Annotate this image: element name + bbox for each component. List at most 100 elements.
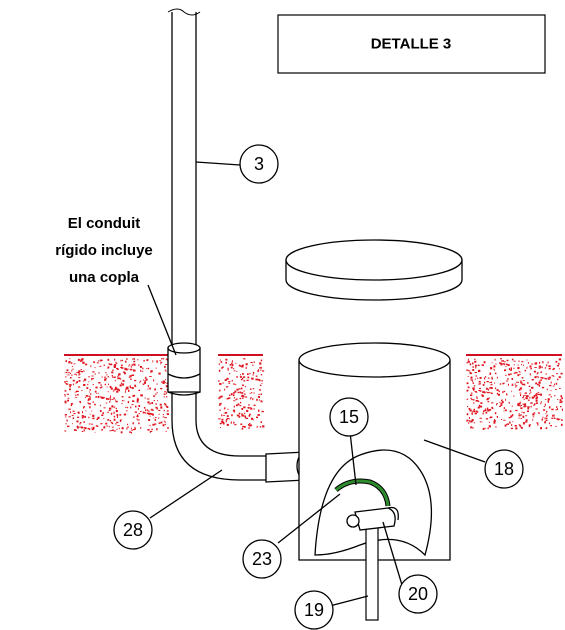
soil-speckle: [247, 373, 249, 375]
soil-speckle: [124, 390, 126, 393]
soil-speckle: [83, 384, 86, 386]
soil-speckle: [64, 381, 66, 383]
soil-speckle: [117, 425, 120, 426]
soil-speckle: [116, 367, 119, 369]
soil-speckle: [66, 393, 69, 395]
soil-speckle: [111, 422, 114, 425]
soil-speckle: [538, 393, 541, 395]
soil-speckle: [544, 403, 546, 406]
callout-20: 20: [398, 574, 438, 614]
soil-speckle: [233, 400, 236, 402]
soil-speckle: [480, 405, 483, 408]
soil-speckle: [545, 419, 548, 421]
soil-speckle: [142, 367, 144, 370]
soil-speckle: [505, 398, 506, 401]
soil-speckle: [493, 366, 496, 368]
soil-speckle: [508, 417, 511, 419]
soil-speckle: [72, 417, 75, 420]
soil-speckle: [487, 400, 490, 403]
soil-speckle: [108, 426, 110, 428]
soil-speckle: [553, 417, 555, 419]
soil-speckle: [148, 403, 151, 405]
soil-speckle: [154, 423, 157, 425]
soil-speckle: [231, 365, 234, 366]
callout-15: 15: [329, 397, 369, 437]
soil-speckle: [140, 426, 142, 429]
note-line-2: rígido incluye: [55, 242, 153, 259]
soil-speckle: [551, 417, 554, 419]
soil-speckle: [485, 391, 487, 393]
soil-speckle: [486, 387, 488, 390]
soil-speckle: [233, 370, 236, 372]
soil-speckle: [138, 405, 141, 407]
soil-speckle: [135, 385, 137, 388]
soil-speckle: [493, 420, 496, 422]
soil-speckle: [517, 404, 520, 407]
soil-speckle: [137, 359, 139, 361]
soil-speckle: [119, 378, 122, 380]
soil-speckle: [220, 427, 221, 428]
soil-speckle: [523, 412, 525, 414]
soil-speckle: [103, 407, 106, 409]
soil-speckle: [243, 380, 246, 382]
soil-speckle: [75, 429, 77, 431]
soil-speckle: [256, 425, 258, 428]
soil-speckle: [533, 403, 536, 406]
soil-speckle: [223, 408, 225, 410]
soil-speckle: [507, 423, 509, 426]
soil-speckle: [160, 362, 162, 365]
soil-speckle: [503, 410, 505, 412]
soil-speckle: [537, 392, 540, 393]
soil-speckle: [118, 373, 121, 376]
soil-speckle: [513, 372, 516, 374]
soil-speckle: [483, 361, 486, 364]
soil-speckle: [156, 360, 158, 362]
soil-speckle: [165, 430, 167, 432]
soil-speckle: [83, 429, 85, 432]
soil-speckle: [94, 431, 96, 433]
soil-speckle: [520, 380, 522, 383]
soil-speckle: [145, 409, 147, 412]
soil-speckle: [91, 378, 93, 381]
soil-speckle: [71, 369, 73, 372]
soil-speckle: [64, 402, 67, 404]
soil-speckle: [554, 417, 556, 419]
soil-speckle: [238, 414, 240, 417]
soil-speckle: [491, 402, 494, 404]
soil-speckle: [166, 396, 168, 398]
soil-speckle: [91, 423, 94, 425]
soil-speckle: [252, 371, 255, 374]
soil-speckle: [120, 359, 122, 362]
soil-speckle: [106, 386, 108, 388]
soil-speckle: [66, 383, 69, 385]
soil-speckle: [130, 427, 132, 430]
soil-speckle: [522, 403, 525, 405]
soil-speckle: [144, 377, 146, 379]
soil-speckle: [233, 397, 235, 399]
soil-speckle: [249, 423, 251, 425]
soil-speckle: [128, 364, 131, 366]
soil-speckle: [493, 421, 496, 424]
soil-speckle: [519, 401, 521, 404]
soil-speckle: [479, 390, 482, 392]
soil-speckle: [503, 361, 506, 363]
soil-speckle: [242, 395, 245, 398]
soil-speckle: [92, 417, 95, 420]
soil-speckle: [110, 387, 113, 390]
soil-speckle: [107, 367, 109, 369]
soil-speckle: [489, 387, 492, 388]
soil-speckle: [236, 371, 238, 372]
soil-speckle: [256, 375, 258, 377]
soil-speckle: [501, 400, 503, 402]
soil-speckle: [510, 410, 512, 412]
soil-speckle: [107, 358, 110, 361]
soil-speckle: [544, 367, 546, 369]
soil-speckle: [467, 360, 470, 363]
soil-speckle: [558, 368, 560, 370]
soil-speckle: [260, 366, 262, 369]
callout-28: 28: [113, 510, 153, 550]
soil-speckle: [518, 417, 520, 419]
soil-speckle: [130, 365, 132, 368]
soil-speckle: [538, 381, 541, 384]
soil-speckle: [548, 378, 551, 380]
